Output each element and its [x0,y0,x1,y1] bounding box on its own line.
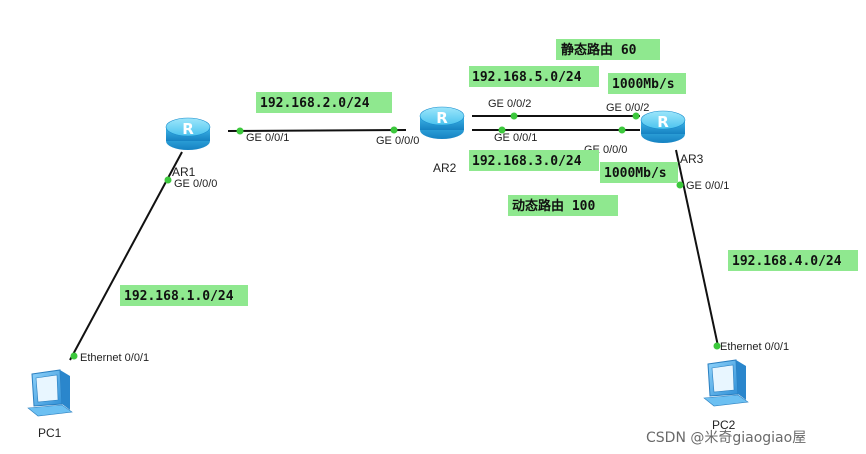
router-icon [640,110,686,144]
label-bg-bw-bottom [600,162,678,183]
label-bg-bw-top [608,73,686,94]
label-bg-net2 [256,92,392,113]
label-bg-net1 [120,285,248,306]
link-ar3-pc2 [675,149,719,347]
link-ar1-pc1 [69,151,183,361]
pc-pc2[interactable]: PC2 [703,359,749,432]
port-dot-ar2-ge000 [390,126,398,134]
port-label-ar3-ge001: GE 0/0/1 [686,180,729,192]
port-labels: GE 0/0/1 GE 0/0/0 GE 0/0/0 GE 0/0/2 GE 0… [80,98,789,364]
label-bg-dynamic [508,195,618,216]
pc-icon [27,369,73,417]
label-bg-static [556,39,660,60]
port-label-ar1-ge001: GE 0/0/1 [246,132,289,144]
port-dot-ar1-ge001 [236,127,244,135]
port-dot-pc1-eth [70,352,78,360]
net-label-192-168-1: 192.168.1.0/24 [124,289,234,304]
device-label-ar1: AR1 [172,165,196,179]
port-label-pc2-eth: Ethernet 0/0/1 [720,341,789,353]
label-bg-net5 [469,66,599,87]
port-dots [70,112,721,360]
port-dot-ar1-ge000 [164,176,172,184]
port-label-pc1-eth: Ethernet 0/0/1 [80,352,149,364]
router-icon [419,106,465,140]
route-label-dynamic: 动态路由 100 [512,198,595,214]
bandwidth-label-bottom: 1000Mb/s [604,166,667,181]
network-labels: 192.168.2.0/24 静态路由 60 192.168.5.0/24 10… [120,39,858,306]
port-label-ar2-ge002: GE 0/0/2 [488,98,531,110]
pc-icon [703,359,749,407]
route-label-static: 静态路由 60 [561,42,637,58]
bandwidth-label-top: 1000Mb/s [612,77,675,92]
port-dot-ar2-ge002 [510,112,518,120]
link-ar1-ar2 [227,129,407,132]
device-label-ar3: AR3 [680,152,704,166]
port-label-ar2-ge000: GE 0/0/0 [376,135,419,147]
port-dot-ar3-ge001 [676,181,684,189]
net-label-192-168-4: 192.168.4.0/24 [732,254,842,269]
port-label-ar2-ge001: GE 0/0/1 [494,132,537,144]
router-ar2[interactable]: AR2 [419,106,465,175]
device-label-ar2: AR2 [433,161,457,175]
port-label-ar1-ge000: GE 0/0/0 [174,178,217,190]
router-icon [165,117,211,151]
port-dot-ar2-ge001 [498,126,506,134]
device-label-pc2: PC2 [712,418,736,432]
label-bg-net3 [469,150,599,171]
device-label-pc1: PC1 [38,426,62,440]
port-label-ar3-ge002: GE 0/0/2 [606,102,649,114]
port-dot-ar3-ge002 [632,112,640,120]
router-ar3[interactable]: AR3 [640,110,704,166]
port-dot-ar3-ge000 [618,126,626,134]
router-ar1[interactable]: AR1 [165,117,211,179]
label-bg-net4 [728,250,858,271]
watermark: CSDN @米奇giaogiao屋 [646,429,806,446]
port-dot-pc2-eth [713,342,721,350]
pc-pc1[interactable]: PC1 [27,369,73,440]
net-label-192-168-2: 192.168.2.0/24 [260,96,370,111]
net-label-192-168-5: 192.168.5.0/24 [472,70,582,85]
net-label-192-168-3: 192.168.3.0/24 [472,154,582,169]
